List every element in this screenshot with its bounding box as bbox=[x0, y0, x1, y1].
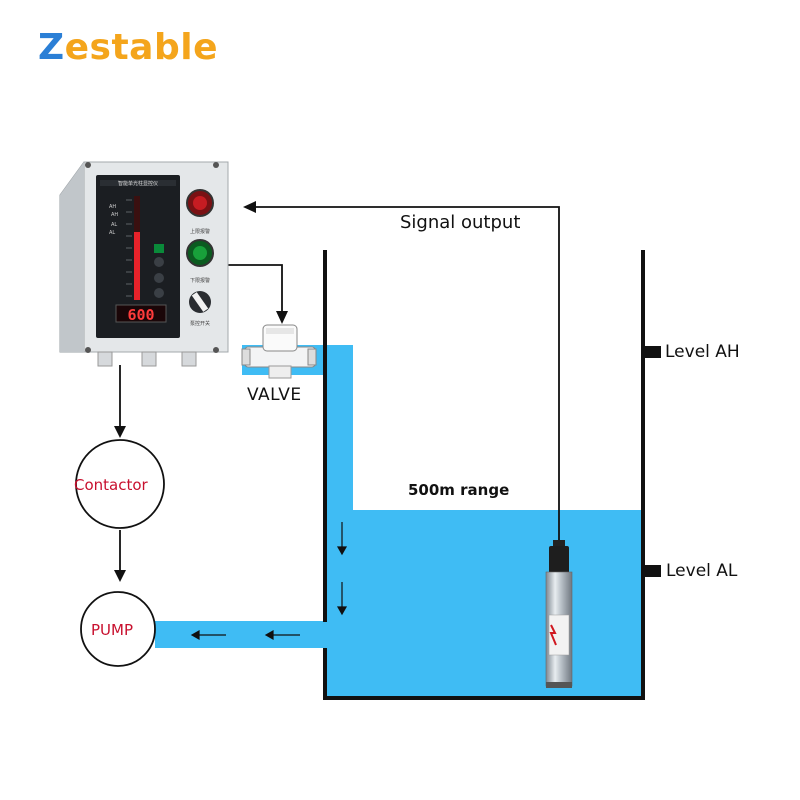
contactor-line bbox=[114, 365, 126, 438]
level-sensor bbox=[545, 540, 573, 688]
outlet-pipe-water bbox=[155, 621, 327, 648]
level-bargraph-fill bbox=[134, 232, 140, 300]
bar-mark-label: AL bbox=[109, 230, 115, 236]
left-arrow-icon bbox=[264, 629, 300, 641]
logo-text: estable bbox=[64, 27, 218, 68]
brand-logo: Zestable bbox=[38, 26, 218, 70]
flow-arrows bbox=[190, 522, 348, 641]
controller-box: 智能单光柱显控仪 AH AH AL AL 600 bbox=[59, 161, 229, 367]
contactor-circle bbox=[75, 439, 165, 529]
signal-line bbox=[243, 201, 560, 544]
left-arrow-icon bbox=[190, 629, 226, 641]
tank-water bbox=[327, 510, 641, 696]
contactor-label: Contactor bbox=[74, 476, 148, 494]
level-ah-marker bbox=[643, 346, 661, 358]
range-label: 500m range bbox=[408, 481, 510, 499]
controller-display bbox=[115, 304, 167, 323]
valve-control-line bbox=[218, 264, 288, 324]
lamp-label-upper: 上限报警 bbox=[190, 228, 210, 235]
bar-mark-label: AH bbox=[111, 212, 118, 218]
controller-header-text: 智能单光柱显控仪 bbox=[118, 180, 158, 187]
solenoid-valve bbox=[241, 324, 317, 379]
level-al-marker bbox=[643, 565, 661, 577]
water-body bbox=[155, 345, 641, 696]
down-arrow-icon bbox=[336, 522, 348, 556]
level-al-label: Level AL bbox=[666, 561, 738, 581]
controller-display-value: 600 bbox=[127, 306, 154, 324]
lamp-label-switch: 泵控开关 bbox=[190, 320, 210, 327]
pump-label: PUMP bbox=[91, 621, 134, 639]
valve-label: VALVE bbox=[247, 385, 302, 405]
lamp-label-lower: 下限报警 bbox=[190, 277, 210, 284]
tank bbox=[323, 250, 645, 700]
pump-circle bbox=[80, 591, 156, 667]
signal-output-label: Signal output bbox=[400, 212, 521, 233]
bar-mark-label: AL bbox=[111, 222, 117, 228]
inlet-water-drop bbox=[327, 345, 353, 510]
down-arrow-icon bbox=[336, 582, 348, 616]
pump-line bbox=[114, 530, 126, 582]
controller-buttons bbox=[154, 244, 164, 298]
logo-initial: Z bbox=[38, 27, 65, 68]
bar-mark-label: AH bbox=[109, 204, 116, 210]
level-ah-label: Level AH bbox=[665, 342, 740, 362]
